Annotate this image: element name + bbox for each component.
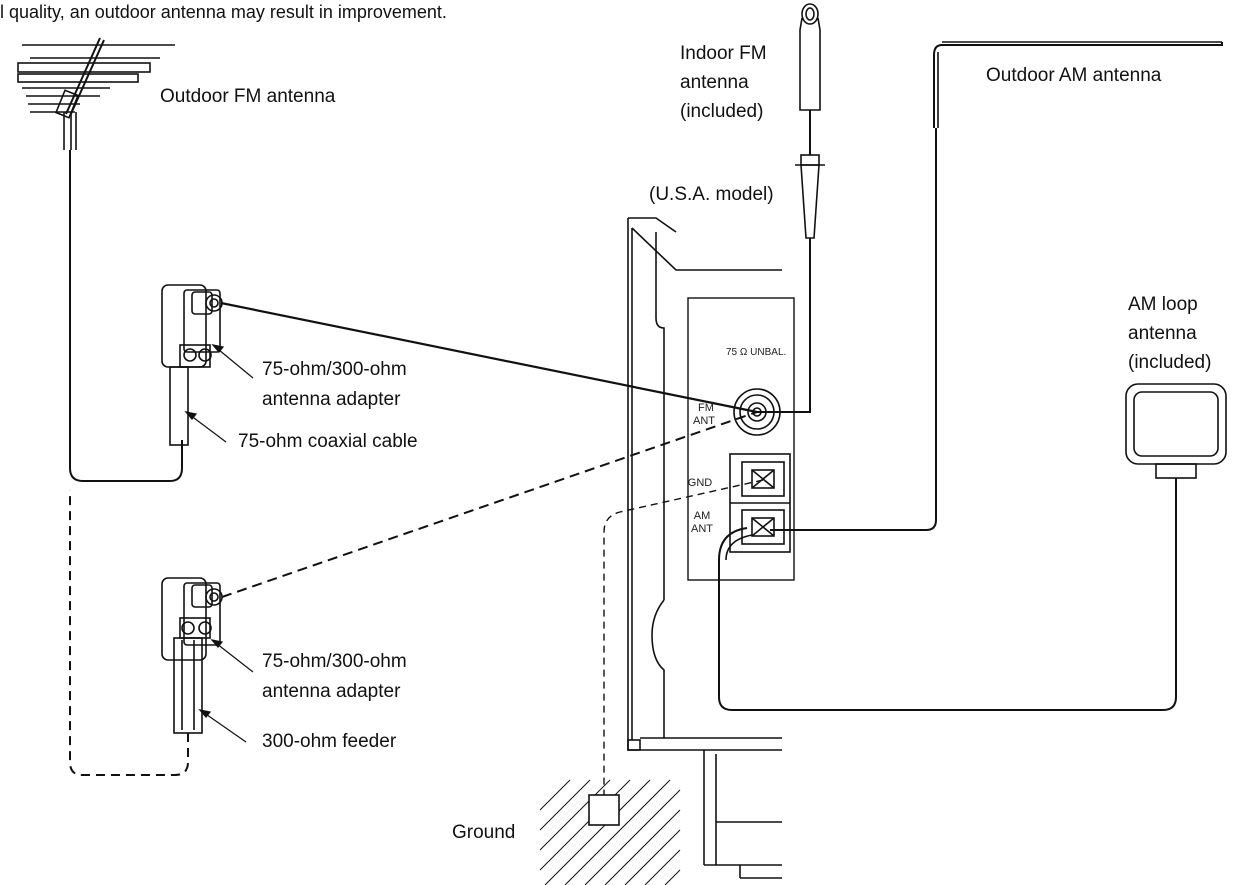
outdoor-fm-antenna-icon [17, 37, 175, 150]
am-ant-label-line1: AM [693, 510, 711, 522]
outdoor-am-antenna-label: Outdoor AM antenna [986, 65, 1162, 86]
indoor-fm-label-line1: Indoor FM [680, 43, 767, 64]
fm-ant-label-line1: FM [698, 402, 714, 414]
feeder-label: 300-ohm feeder [262, 731, 397, 752]
adapter-bottom-label-line2: antenna adapter [262, 681, 401, 702]
receiver-rear-panel [627, 217, 795, 879]
unbal-label: 75 Ω UNBAL. [726, 347, 787, 358]
adapter-top-label-line2: antenna adapter [262, 389, 401, 410]
feeder-dashed-loop [69, 490, 189, 776]
indoor-fm-label-line3: (included) [680, 101, 764, 122]
outdoor-am-antenna-wire [933, 42, 1223, 128]
coax-to-fm-ant [220, 301, 758, 414]
header-text: l quality, an outdoor antenna may result… [0, 2, 447, 22]
adapter-top-label-line1: 75-ohm/300-ohm [262, 359, 407, 380]
am-loop-label-line1: AM loop [1128, 294, 1198, 315]
fm-ant-label-line2: ANT [693, 415, 715, 427]
ground-hatch-icon [539, 779, 681, 885]
am-loop-antenna-icon [718, 383, 1227, 711]
usa-model-label: (U.S.A. model) [649, 184, 774, 205]
am-loop-label-line2: antenna [1128, 323, 1197, 344]
ground-label: Ground [452, 822, 516, 843]
fm-coax-cable [69, 150, 183, 482]
feeder-to-fm-ant [221, 411, 758, 598]
outdoor-fm-antenna-label: Outdoor FM antenna [160, 86, 336, 107]
adapter-bottom-label-line1: 75-ohm/300-ohm [262, 651, 407, 672]
am-loop-label-line3: (included) [1128, 352, 1212, 373]
am-ant-label-line2: ANT [691, 523, 713, 535]
ground-dashed-wire [603, 479, 764, 795]
leader-lines [184, 344, 254, 743]
indoor-fm-label-line2: antenna [680, 72, 749, 93]
antenna-adapter-top-icon [161, 284, 223, 446]
antenna-adapter-bottom-icon [161, 577, 223, 734]
gnd-label: GND [687, 477, 713, 489]
coax-cable-label: 75-ohm coaxial cable [238, 431, 418, 452]
